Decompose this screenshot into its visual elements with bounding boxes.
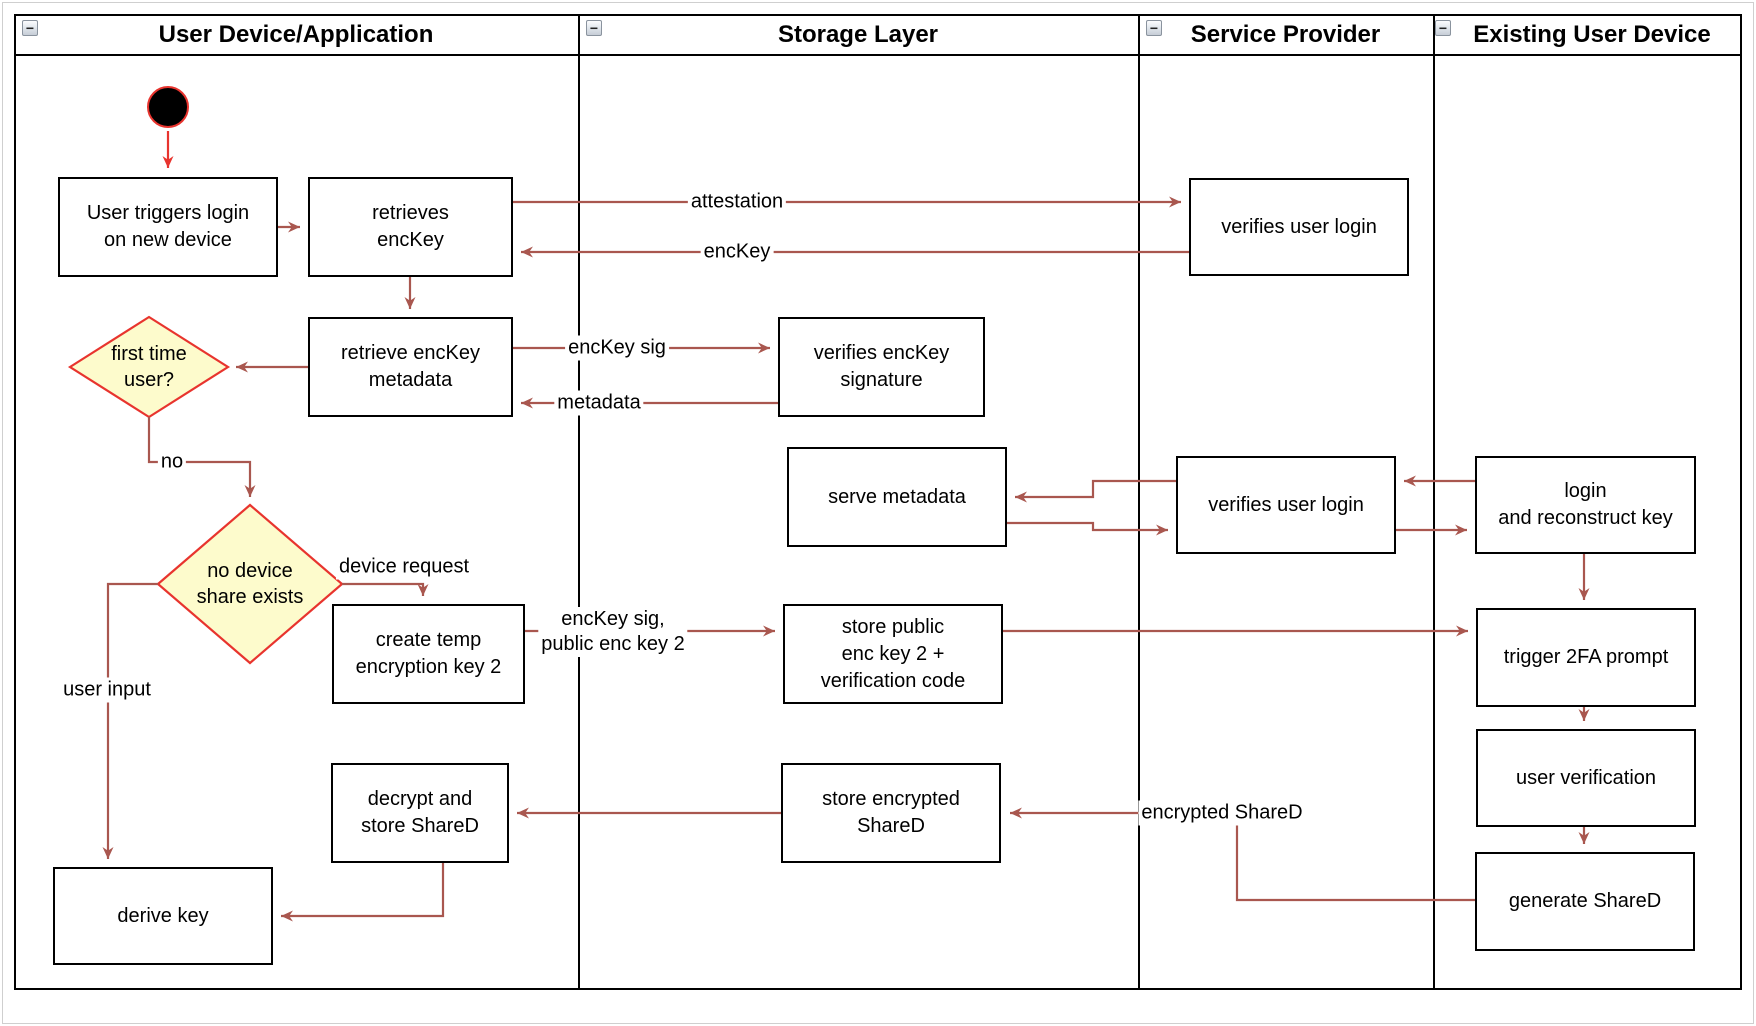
lane-header-user-device-application: User Device/Application — [158, 20, 434, 48]
collapse-lane-icon[interactable]: − — [586, 20, 602, 36]
edge-label-metadata[interactable]: metadata — [554, 390, 644, 416]
edge-label-attestation[interactable]: attestation — [687, 189, 787, 215]
edge-label-user-input[interactable]: user input — [60, 677, 154, 703]
edge-label-enckey[interactable]: encKey — [700, 239, 774, 265]
node-generate-shared[interactable]: generate ShareD — [1475, 852, 1695, 951]
edge-label-device-request[interactable]: device request — [335, 554, 473, 580]
node-verifies-user-login-2[interactable]: verifies user login — [1176, 456, 1396, 554]
lane-divider-2 — [1138, 14, 1140, 990]
node-user-triggers-login[interactable]: User triggers login on new device — [58, 177, 278, 277]
decision-label-first-time-user[interactable]: first time user? — [111, 343, 187, 391]
node-create-temp-encryption-key[interactable]: create temp encryption key 2 — [332, 604, 525, 704]
lane-header-service-provider: Service Provider — [1190, 20, 1381, 48]
lane-header-storage-layer: Storage Layer — [777, 20, 939, 48]
node-decrypt-store-shared[interactable]: decrypt and store ShareD — [331, 763, 509, 863]
node-verifies-user-login-1[interactable]: verifies user login — [1189, 178, 1409, 276]
lane-divider-1 — [578, 14, 580, 990]
collapse-lane-icon[interactable]: − — [1146, 20, 1162, 36]
node-retrieves-enckey[interactable]: retrieves encKey — [308, 177, 513, 277]
edge-label-enckey-sig-public[interactable]: encKey sig, public enc key 2 — [538, 607, 688, 657]
node-retrieve-enckey-metadata[interactable]: retrieve encKey metadata — [308, 317, 513, 417]
header-divider — [14, 54, 1742, 56]
edge-label-encrypted-shared[interactable]: encrypted ShareD — [1138, 800, 1306, 826]
node-serve-metadata[interactable]: serve metadata — [787, 447, 1007, 547]
node-store-public-enc-key[interactable]: store public enc key 2 + verification co… — [783, 604, 1003, 704]
node-derive-key[interactable]: derive key — [53, 867, 273, 965]
edge-label-no[interactable]: no — [157, 449, 187, 475]
edge-label-enckey-sig[interactable]: encKey sig — [565, 335, 669, 361]
node-store-encrypted-shared[interactable]: store encrypted ShareD — [781, 763, 1001, 863]
start-node[interactable] — [147, 86, 189, 128]
node-user-verification[interactable]: user verification — [1476, 729, 1696, 827]
decision-label-no-device-share[interactable]: no device share exists — [196, 560, 304, 608]
node-verifies-enckey-signature[interactable]: verifies encKey signature — [778, 317, 985, 417]
node-login-and-reconstruct-key[interactable]: login and reconstruct key — [1475, 456, 1696, 554]
collapse-lane-icon[interactable]: − — [22, 20, 38, 36]
lane-header-existing-user-device: Existing User Device — [1473, 20, 1711, 48]
lane-divider-3 — [1433, 14, 1435, 990]
node-trigger-2fa-prompt[interactable]: trigger 2FA prompt — [1476, 608, 1696, 707]
collapse-lane-icon[interactable]: − — [1435, 20, 1451, 36]
